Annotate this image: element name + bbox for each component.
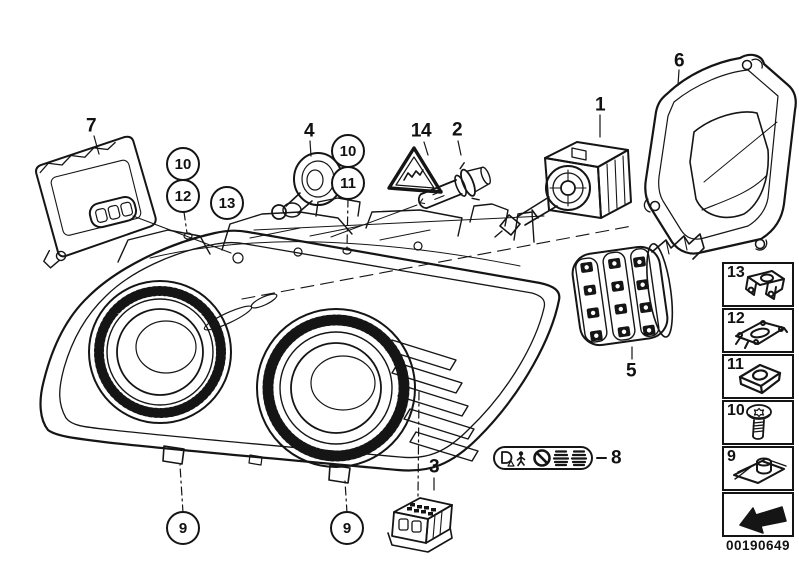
part-14-warning-label-drawing [387, 146, 443, 194]
stripe-block-icon [570, 450, 588, 467]
legend-label-9: 9 [727, 448, 736, 465]
torx-screw-icon [746, 404, 772, 440]
prohibition-icon [533, 449, 551, 467]
part-3-connector-drawing [387, 497, 453, 553]
callout-4[interactable]: 4 [303, 120, 315, 142]
legend-box-9[interactable]: 9 [722, 446, 794, 491]
clamp-clip-icon [745, 270, 785, 300]
callout-14[interactable]: 14 [410, 120, 432, 142]
stripe-block-icon [552, 450, 570, 467]
legend-box-13[interactable]: 13 [722, 262, 794, 307]
callout-7[interactable]: 7 [85, 115, 97, 137]
removal-arrow-icon [739, 506, 787, 534]
legend-box-10[interactable]: 10 [722, 400, 794, 445]
headlight-assembly-drawing [39, 197, 561, 484]
callout-3[interactable]: 3 [428, 456, 440, 478]
part-5-module-drawing [571, 233, 705, 347]
callout-6[interactable]: 6 [673, 50, 685, 72]
callout-circle-10-right[interactable]: 10 [331, 134, 365, 168]
spring-clip-icon [735, 320, 788, 349]
legend-box-12[interactable]: 12 [722, 308, 794, 353]
reflector-slats [385, 339, 479, 462]
square-nut-icon [738, 363, 782, 395]
callout-1[interactable]: 1 [594, 94, 606, 116]
callout-5[interactable]: 5 [625, 360, 637, 382]
callout-2[interactable]: 2 [451, 119, 463, 141]
drawing-number: 00190649 [725, 538, 791, 553]
callout-circle-9-right[interactable]: 9 [330, 511, 364, 545]
legend-box-arrow[interactable] [722, 492, 794, 537]
callout-circle-9-left[interactable]: 9 [166, 511, 200, 545]
part-7-control-unit-drawing [35, 135, 157, 269]
part-1-xenon-igniter-drawing [494, 141, 632, 238]
leader-lines [93, 69, 680, 514]
legend-label-12: 12 [727, 310, 745, 327]
part-8-sticker-drawing [493, 446, 593, 470]
clip-nut-icon [733, 457, 787, 484]
pedestrian-icon [516, 451, 526, 467]
part-6-cover-drawing [643, 53, 797, 255]
legend-label-10: 10 [727, 402, 745, 419]
callout-circle-11[interactable]: 11 [331, 166, 365, 200]
d-lamp-icon [501, 451, 515, 467]
legend-box-11[interactable]: 11 [722, 354, 794, 399]
legend-label-11: 11 [727, 356, 744, 373]
callout-circle-10-left[interactable]: 10 [166, 147, 200, 181]
part-2-bulb-drawing [417, 162, 491, 210]
callout-8[interactable]: 8 [610, 447, 622, 469]
callout-circle-12[interactable]: 12 [166, 179, 200, 213]
legend-label-13: 13 [727, 264, 745, 281]
callout-circle-13[interactable]: 13 [210, 186, 244, 220]
